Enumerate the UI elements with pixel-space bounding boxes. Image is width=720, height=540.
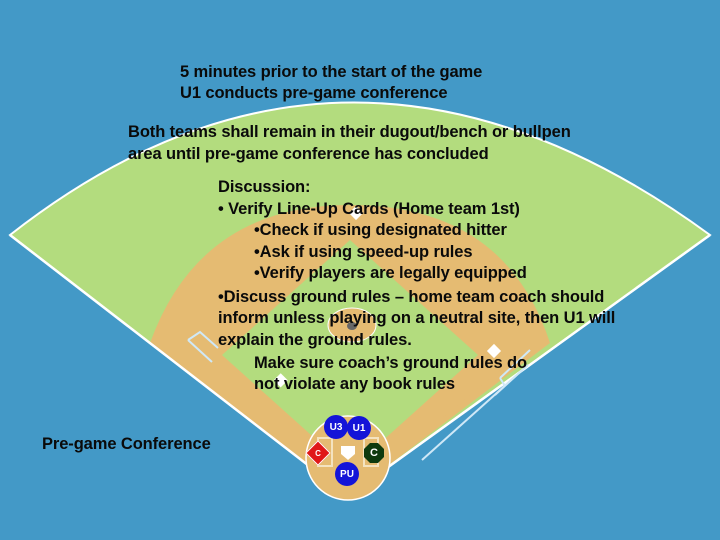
slide-caption: Pre-game Conference bbox=[42, 435, 211, 453]
third-base bbox=[273, 373, 288, 388]
discussion-note-2: not violate any book rules bbox=[254, 375, 455, 393]
discussion-sub-speedup: •Ask if using speed-up rules bbox=[254, 243, 473, 261]
second-base bbox=[348, 205, 364, 221]
discussion-sub-equipment: •Verify players are legally equipped bbox=[254, 264, 527, 282]
discussion-note-1: Make sure coach’s ground rules do bbox=[254, 354, 527, 372]
home-coach-label: C bbox=[315, 448, 321, 458]
infield-grass bbox=[222, 240, 478, 470]
plate-umpire-marker: PU bbox=[335, 462, 359, 486]
third-base-coach-box bbox=[187, 330, 219, 349]
visitor-coach-marker: C bbox=[364, 443, 384, 463]
discussion-ground-rules-2: inform unless playing on a neutral site,… bbox=[218, 309, 616, 327]
discussion-ground-rules-1: •Discuss ground rules – home team coach … bbox=[218, 288, 605, 306]
first-base bbox=[486, 343, 502, 359]
teams-notice-line-1: Both teams shall remain in their dugout/… bbox=[128, 123, 571, 141]
umpire-u1-marker: U1 bbox=[347, 416, 371, 440]
header-line-2: U1 conducts pre-game conference bbox=[180, 84, 448, 102]
discussion-title: Discussion: bbox=[218, 178, 311, 196]
discussion-ground-rules-3: explain the ground rules. bbox=[218, 331, 412, 349]
discussion-item-lineup: • Verify Line-Up Cards (Home team 1st) bbox=[218, 200, 520, 218]
discussion-sub-dh: •Check if using designated hitter bbox=[254, 221, 507, 239]
home-plate bbox=[341, 446, 355, 460]
umpire-u3-marker: U3 bbox=[324, 415, 348, 439]
header-line-1: 5 minutes prior to the start of the game bbox=[180, 63, 483, 81]
teams-notice-line-2: area until pre-game conference has concl… bbox=[128, 145, 489, 163]
